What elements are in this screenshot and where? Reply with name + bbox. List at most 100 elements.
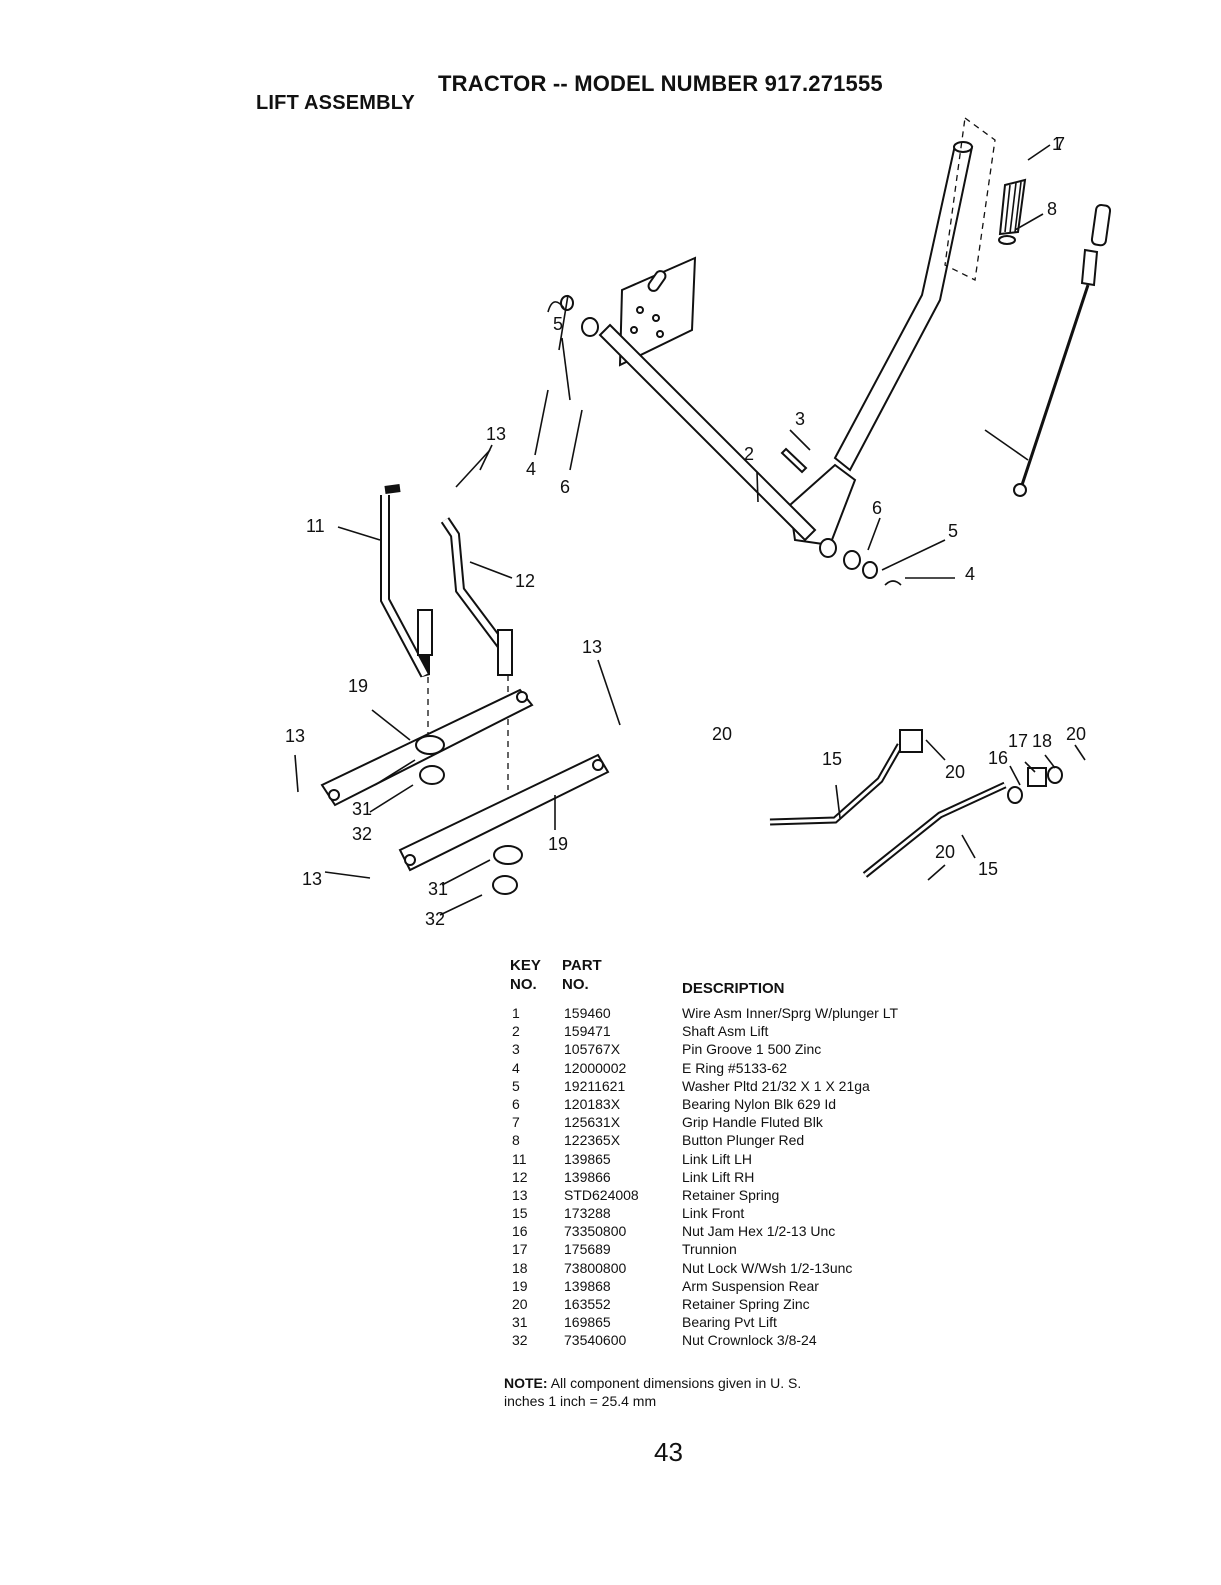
key-no: 32 <box>512 1332 528 1349</box>
description: Link Lift LH <box>682 1150 753 1167</box>
col-part-label: PART NO. <box>562 957 602 993</box>
callout: 5 <box>553 314 563 334</box>
description: Bearing Nylon Blk 629 Id <box>682 1095 837 1112</box>
key-no: 15 <box>512 1205 528 1222</box>
callout: 13 <box>582 637 602 657</box>
part-no: 139866 <box>564 1168 611 1185</box>
description: Nut Jam Hex 1/2-13 Unc <box>682 1223 836 1240</box>
callout: 6 <box>872 498 882 518</box>
callout: 1 <box>1052 134 1062 154</box>
callout: 20 <box>935 842 955 862</box>
part-no: 169865 <box>564 1314 611 1331</box>
description: Retainer Spring <box>682 1186 780 1203</box>
part-no: 105767X <box>564 1041 621 1058</box>
description: Link Lift RH <box>682 1168 755 1185</box>
part-no: 159471 <box>564 1023 611 1040</box>
key-no: 20 <box>512 1296 528 1312</box>
part-no: 139865 <box>564 1150 611 1167</box>
callout: 13 <box>285 726 305 746</box>
note-line-2: inches 1 inch = 25.4 mm <box>504 1393 657 1409</box>
description: Bearing Pvt Lift <box>682 1314 777 1331</box>
callout: 20 <box>712 724 732 744</box>
callout-leaders <box>294 144 1086 916</box>
callout: 31 <box>428 879 448 899</box>
part-no: 122365X <box>564 1132 621 1149</box>
section-title: LIFT ASSEMBLY <box>256 92 415 114</box>
part-no: 120183X <box>564 1095 621 1112</box>
callout: 4 <box>965 564 975 584</box>
suspension-arms <box>320 688 610 895</box>
part-no: 125631X <box>564 1114 621 1131</box>
part-no: 73540600 <box>564 1332 627 1349</box>
description: Pin Groove 1 500 Zinc <box>682 1041 822 1058</box>
callout: 5 <box>948 521 958 541</box>
description: Washer Pltd 21/32 X 1 X 21ga <box>682 1077 870 1094</box>
part-no: 163552 <box>564 1296 611 1312</box>
description: Trunnion <box>682 1241 737 1258</box>
part-no: 73350800 <box>564 1223 627 1240</box>
front-link <box>769 729 1063 878</box>
part-no: STD624008 <box>564 1186 639 1203</box>
callout: 3 <box>795 409 805 429</box>
key-no: 5 <box>512 1077 520 1094</box>
callout: 11 <box>306 516 325 536</box>
description: Arm Suspension Rear <box>682 1277 819 1294</box>
callout: 20 <box>1066 724 1086 744</box>
lift-assembly-diagram: 1 2 3 4 4 5 5 6 6 7 8 11 12 13 13 13 13 … <box>285 116 1112 929</box>
grip-handle <box>998 178 1027 245</box>
callout: 17 <box>1008 731 1028 751</box>
key-no: 19 <box>512 1277 528 1294</box>
callout: 18 <box>1032 731 1052 751</box>
description: Link Front <box>682 1205 745 1222</box>
callout: 31 <box>352 799 372 819</box>
description: Grip Handle Fluted Blk <box>682 1114 823 1131</box>
key-no: 12 <box>512 1168 528 1185</box>
col-key-label: KEY NO. <box>510 957 541 993</box>
description: E Ring #5133-62 <box>682 1059 788 1076</box>
part-no: 12000002 <box>564 1059 627 1076</box>
part-no: 19211621 <box>564 1077 626 1094</box>
callout: 19 <box>548 834 568 854</box>
description: Nut Lock W/Wsh 1/2-13unc <box>682 1259 853 1276</box>
key-no: 3 <box>512 1041 520 1058</box>
callout: 13 <box>302 869 322 889</box>
part-no: 175689 <box>564 1241 611 1258</box>
callout: 13 <box>486 424 506 444</box>
description: Retainer Spring Zinc <box>682 1296 810 1312</box>
key-no: 13 <box>512 1186 528 1203</box>
part-no: 173288 <box>564 1205 611 1222</box>
lift-handle-lever <box>788 116 996 547</box>
callout: 2 <box>744 444 754 464</box>
callout-numbers: 1 2 3 4 4 5 5 6 6 7 8 11 12 13 13 13 13 … <box>285 134 1086 929</box>
part-no: 139868 <box>564 1277 611 1294</box>
callout: 16 <box>988 748 1008 768</box>
callout: 12 <box>515 571 535 591</box>
note-label: NOTE: <box>504 1375 548 1391</box>
callout: 32 <box>425 909 445 929</box>
part-no: 159460 <box>564 1005 611 1021</box>
callout: 19 <box>348 676 368 696</box>
callout: 7 <box>1055 134 1065 154</box>
key-no: 1 <box>512 1005 520 1021</box>
callout: 15 <box>822 749 842 769</box>
part-no: 73800800 <box>564 1259 627 1276</box>
lift-shaft <box>547 295 902 586</box>
key-no: 16 <box>512 1223 528 1240</box>
callout: 32 <box>352 824 372 844</box>
callout: 20 <box>945 762 965 782</box>
plunger-wire <box>1013 204 1112 497</box>
callout: 6 <box>560 477 570 497</box>
key-no: 17 <box>512 1241 528 1258</box>
key-no: 8 <box>512 1132 520 1149</box>
lift-links <box>380 484 513 790</box>
note-line-1: All component dimensions given in U. S. <box>550 1375 802 1391</box>
col-desc-label: DESCRIPTION <box>682 980 785 997</box>
page-number: 43 <box>654 1437 683 1467</box>
key-no: 11 <box>512 1150 527 1167</box>
key-no: 7 <box>512 1114 520 1131</box>
description: Shaft Asm Lift <box>682 1023 769 1040</box>
key-no: 2 <box>512 1023 520 1040</box>
key-no: 6 <box>512 1095 520 1112</box>
description: Nut Crownlock 3/8-24 <box>682 1332 817 1349</box>
callout: 15 <box>978 859 998 879</box>
